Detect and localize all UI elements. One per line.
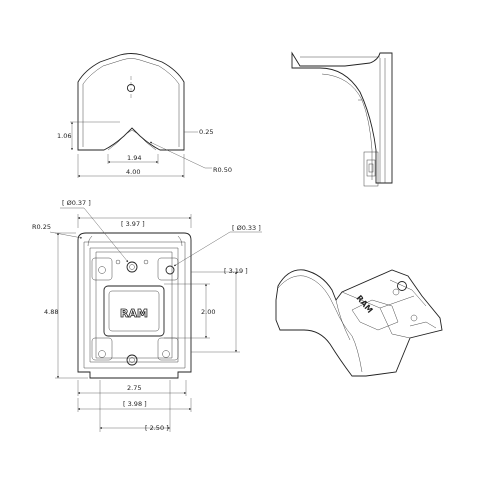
- ram-plate: [103, 285, 165, 337]
- top-view-outline: [77, 232, 192, 379]
- side-view: [291, 51, 393, 187]
- front-view: 1.06 0.25 1.94 4.00 R0.50: [57, 53, 232, 178]
- iso-body: [275, 269, 443, 377]
- front-view-outline: [77, 53, 185, 151]
- iso-hole: [397, 281, 407, 291]
- top-hole-right: [165, 265, 175, 275]
- front-notch-dim: 1.94: [127, 154, 141, 162]
- iso-logo: RAM: [354, 294, 374, 315]
- front-right-dim: 0.25: [199, 128, 213, 136]
- top-plate-width-dim: [ 2.50 ]: [145, 424, 169, 432]
- top-offset-dim: [ 3.19 ]: [224, 267, 248, 275]
- front-height-dim: 1.06: [57, 132, 71, 140]
- top-hole-spacing-dim: 2.75: [127, 384, 141, 392]
- top-hole-left-dim: [ Ø0.37 ]: [62, 199, 91, 207]
- top-height-dim: 4.88: [44, 308, 58, 316]
- top-radius-dim: R0.25: [32, 223, 51, 231]
- top-hole-left: [126, 261, 138, 273]
- top-width-bottom-dim: [ 3.98 ]: [123, 400, 147, 408]
- top-hole-right-dim: [ Ø0.33 ]: [232, 224, 261, 232]
- isometric-view: RAM: [275, 269, 443, 377]
- side-view-outline: [291, 51, 393, 184]
- plate-logo: RAM: [120, 307, 148, 320]
- top-plate-dim: 2.00: [201, 308, 215, 316]
- front-radius-dim: R0.50: [213, 166, 232, 174]
- front-width-dim: 4.00: [126, 168, 140, 176]
- top-view: RAM [ 3.97 ] [ Ø0.37 ] [ Ø0.33 ] R0.25 […: [32, 199, 262, 432]
- top-width-dim: [ 3.97 ]: [121, 220, 145, 228]
- top-hole-bottom: [126, 354, 138, 366]
